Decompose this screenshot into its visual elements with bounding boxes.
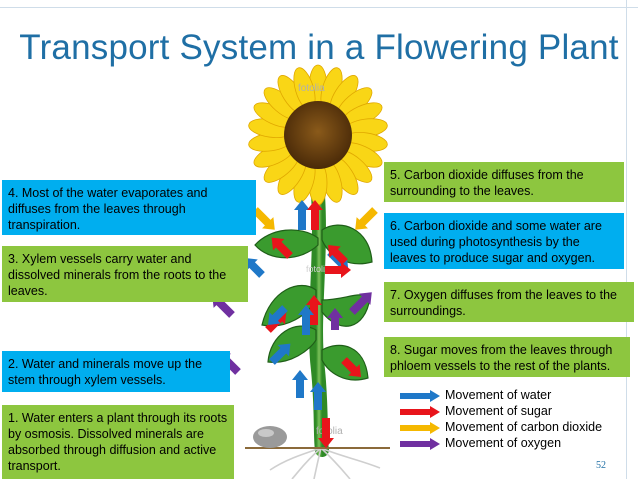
flower-center — [284, 101, 352, 169]
water-movement-arrow — [245, 258, 265, 278]
sugar-arrow-icon — [400, 406, 440, 418]
step-4-box: 4. Most of the water evaporates and diff… — [2, 180, 256, 235]
step-7-box: 7. Oxygen diffuses from the leaves to th… — [384, 282, 634, 322]
carbon-dioxide-arrow-icon — [400, 422, 440, 434]
legend: Movement of water Movement of sugar Move… — [400, 388, 620, 452]
pebble — [253, 426, 287, 448]
water-arrow-icon — [400, 390, 440, 402]
step-6-text: 6. Carbon dioxide and some water are use… — [390, 219, 602, 265]
sugar-movement-arrow — [318, 418, 334, 448]
step-1-box: 1. Water enters a plant through its root… — [2, 405, 234, 479]
step-5-text: 5. Carbon dioxide diffuses from the surr… — [390, 168, 584, 198]
step-4-text: 4. Most of the water evaporates and diff… — [8, 186, 208, 232]
legend-label-sugar: Movement of sugar — [445, 404, 552, 418]
stem — [309, 188, 329, 457]
top-rule — [0, 7, 638, 8]
sugar-movement-arrow — [325, 262, 351, 278]
step-8-text: 8. Sugar moves from the leaves through p… — [390, 343, 613, 373]
water-movement-arrow — [268, 305, 288, 325]
legend-row-oxygen: Movement of oxygen — [400, 436, 620, 452]
legend-row-carbon-dioxide: Movement of carbon dioxide — [400, 420, 620, 436]
sunflower-head — [248, 64, 388, 206]
carbon-dioxide-movement-arrow — [252, 207, 275, 230]
legend-row-sugar: Movement of sugar — [400, 404, 620, 420]
watermark-top: fotolia — [298, 83, 325, 94]
step-3-box: 3. Xylem vessels carry water and dissolv… — [2, 246, 248, 302]
step-5-box: 5. Carbon dioxide diffuses from the surr… — [384, 162, 624, 202]
oxygen-arrow-icon — [400, 438, 440, 450]
page-number: 52 — [596, 460, 606, 471]
leaf-upper-left — [254, 229, 319, 259]
step-8-box: 8. Sugar moves from the leaves through p… — [384, 337, 630, 377]
slide-title: Transport System in a Flowering Plant — [19, 28, 619, 67]
step-6-box: 6. Carbon dioxide and some water are use… — [384, 213, 624, 269]
water-movement-arrow — [294, 200, 310, 230]
step-2-text: 2. Water and minerals move up the stem t… — [8, 357, 203, 387]
movement-arrows — [212, 200, 378, 448]
side-rule — [626, 0, 627, 479]
carbon-dioxide-movement-arrow — [355, 207, 378, 230]
water-movement-arrow — [292, 370, 308, 398]
legend-row-water: Movement of water — [400, 388, 620, 404]
step-1-text: 1. Water enters a plant through its root… — [8, 411, 228, 473]
sugar-movement-arrow — [341, 357, 361, 377]
step-3-text: 3. Xylem vessels carry water and dissolv… — [8, 252, 227, 298]
step-2-box: 2. Water and minerals move up the stem t… — [2, 351, 230, 392]
water-movement-arrow — [269, 343, 291, 365]
sugar-movement-arrow — [271, 237, 293, 259]
oxygen-movement-arrow — [349, 292, 372, 315]
water-movement-arrow — [298, 305, 314, 335]
sugar-movement-arrow — [307, 200, 323, 230]
oxygen-movement-arrow — [327, 308, 343, 330]
water-movement-arrow — [310, 382, 326, 410]
roots — [269, 447, 381, 479]
legend-label-water: Movement of water — [445, 388, 552, 402]
legend-label-carbon-dioxide: Movement of carbon dioxide — [445, 420, 603, 434]
legend-label-oxygen: Movement of oxygen — [445, 436, 562, 450]
watermark-mid: fotolia — [306, 264, 330, 274]
sugar-movement-arrow — [328, 245, 348, 265]
step-7-text: 7. Oxygen diffuses from the leaves to th… — [390, 288, 617, 318]
